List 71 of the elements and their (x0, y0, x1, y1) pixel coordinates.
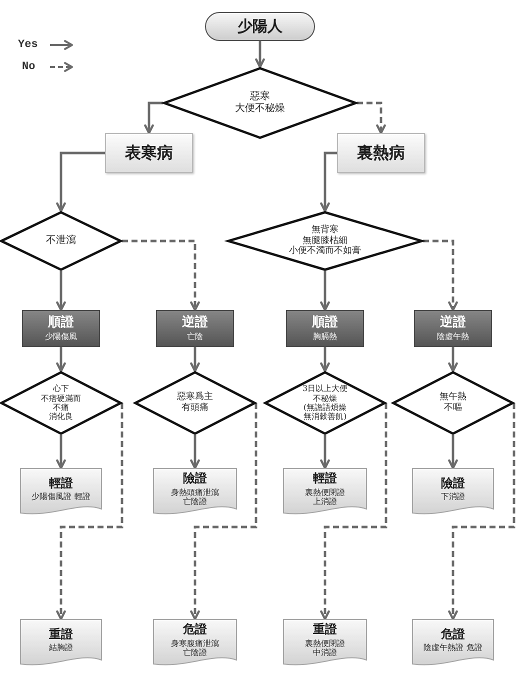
description: 陰虛午熱證 危證 (424, 643, 482, 653)
decision-diamond (163, 67, 357, 139)
start-terminal (205, 12, 315, 41)
arrow (144, 102, 163, 134)
heading: 危證 (441, 627, 465, 642)
heading: 逆證 (182, 315, 208, 330)
description: 少陽傷風 (45, 332, 77, 342)
arrow (190, 435, 200, 470)
arrow (190, 347, 200, 372)
arrow (56, 435, 66, 470)
condition-text: 無午熱不嘔 (440, 392, 466, 414)
condition-text: 惡寒爲主有頭痛 (177, 392, 213, 414)
decision-diamond (392, 371, 514, 435)
description: 身寒腹痛泄瀉亡陰證 (171, 638, 219, 658)
arrow (56, 271, 66, 312)
category-box (156, 310, 234, 347)
heading: 順證 (48, 315, 74, 330)
label-text: 少陽人 (238, 18, 282, 36)
dashed-arrow (320, 403, 388, 620)
category-box (286, 310, 364, 347)
category-box (414, 310, 492, 347)
decision-diamond (134, 371, 256, 435)
heading: 輕證 (313, 471, 337, 486)
decision-diamond (0, 371, 122, 435)
description: 陰虛午熱 (437, 332, 469, 342)
label-text: 裏熱病 (357, 144, 405, 162)
legend-label: No (22, 61, 36, 73)
heading: 輕證 (49, 476, 73, 490)
heading: 險證 (441, 476, 465, 490)
description: 結胸證 (49, 643, 73, 653)
arrow (320, 271, 330, 312)
description: 裏熱便閉證中消證 (305, 638, 345, 658)
condition-text: 3日以上大便不秘燥(無譫語煩燥無消穀善飢) (302, 384, 348, 422)
decision-diamond (227, 211, 423, 271)
dashed-arrow (448, 403, 516, 620)
arrow (255, 41, 265, 68)
process-box (105, 133, 193, 173)
condition-text: 無背寒無腿膝枯細小便不濁而不如膏 (289, 225, 361, 257)
arrow (56, 347, 66, 372)
heading: 危證 (183, 622, 207, 637)
dashed-arrow (357, 102, 386, 134)
condition-text: 不泄瀉 (46, 235, 76, 247)
description: 少陽傷風證 輕證 (32, 492, 90, 502)
arrow (448, 347, 458, 372)
dashed-arrow (56, 403, 124, 620)
arrow (320, 347, 330, 372)
dashed-arrow (190, 403, 258, 620)
dashed-arrow (122, 240, 200, 312)
description: 胸膈熱 (313, 332, 337, 342)
decision-diamond (0, 211, 122, 271)
description: 裏熱便閉證上消證 (305, 488, 345, 507)
description: 下消證 (441, 492, 465, 502)
heading: 重證 (49, 627, 73, 642)
description: 亡陰 (187, 332, 203, 342)
label-text: 表寒病 (125, 144, 173, 162)
condition-text: 惡寒大便不秘燥 (235, 91, 285, 115)
arrow (56, 152, 105, 212)
legend-label: Yes (18, 39, 38, 51)
dashed-arrow (423, 240, 458, 312)
condition-text: 心下不痞硬滿而不痛消化良 (41, 384, 81, 422)
description: 身熱頭痛泄瀉亡陰證 (171, 488, 219, 507)
heading: 逆證 (440, 315, 466, 330)
decision-diamond (264, 371, 386, 435)
arrow (448, 435, 458, 470)
heading: 重證 (313, 622, 337, 637)
heading: 順證 (312, 315, 338, 330)
arrow (320, 435, 330, 470)
arrow (320, 152, 337, 212)
heading: 險證 (183, 471, 207, 486)
process-box (337, 133, 425, 173)
category-box (22, 310, 100, 347)
